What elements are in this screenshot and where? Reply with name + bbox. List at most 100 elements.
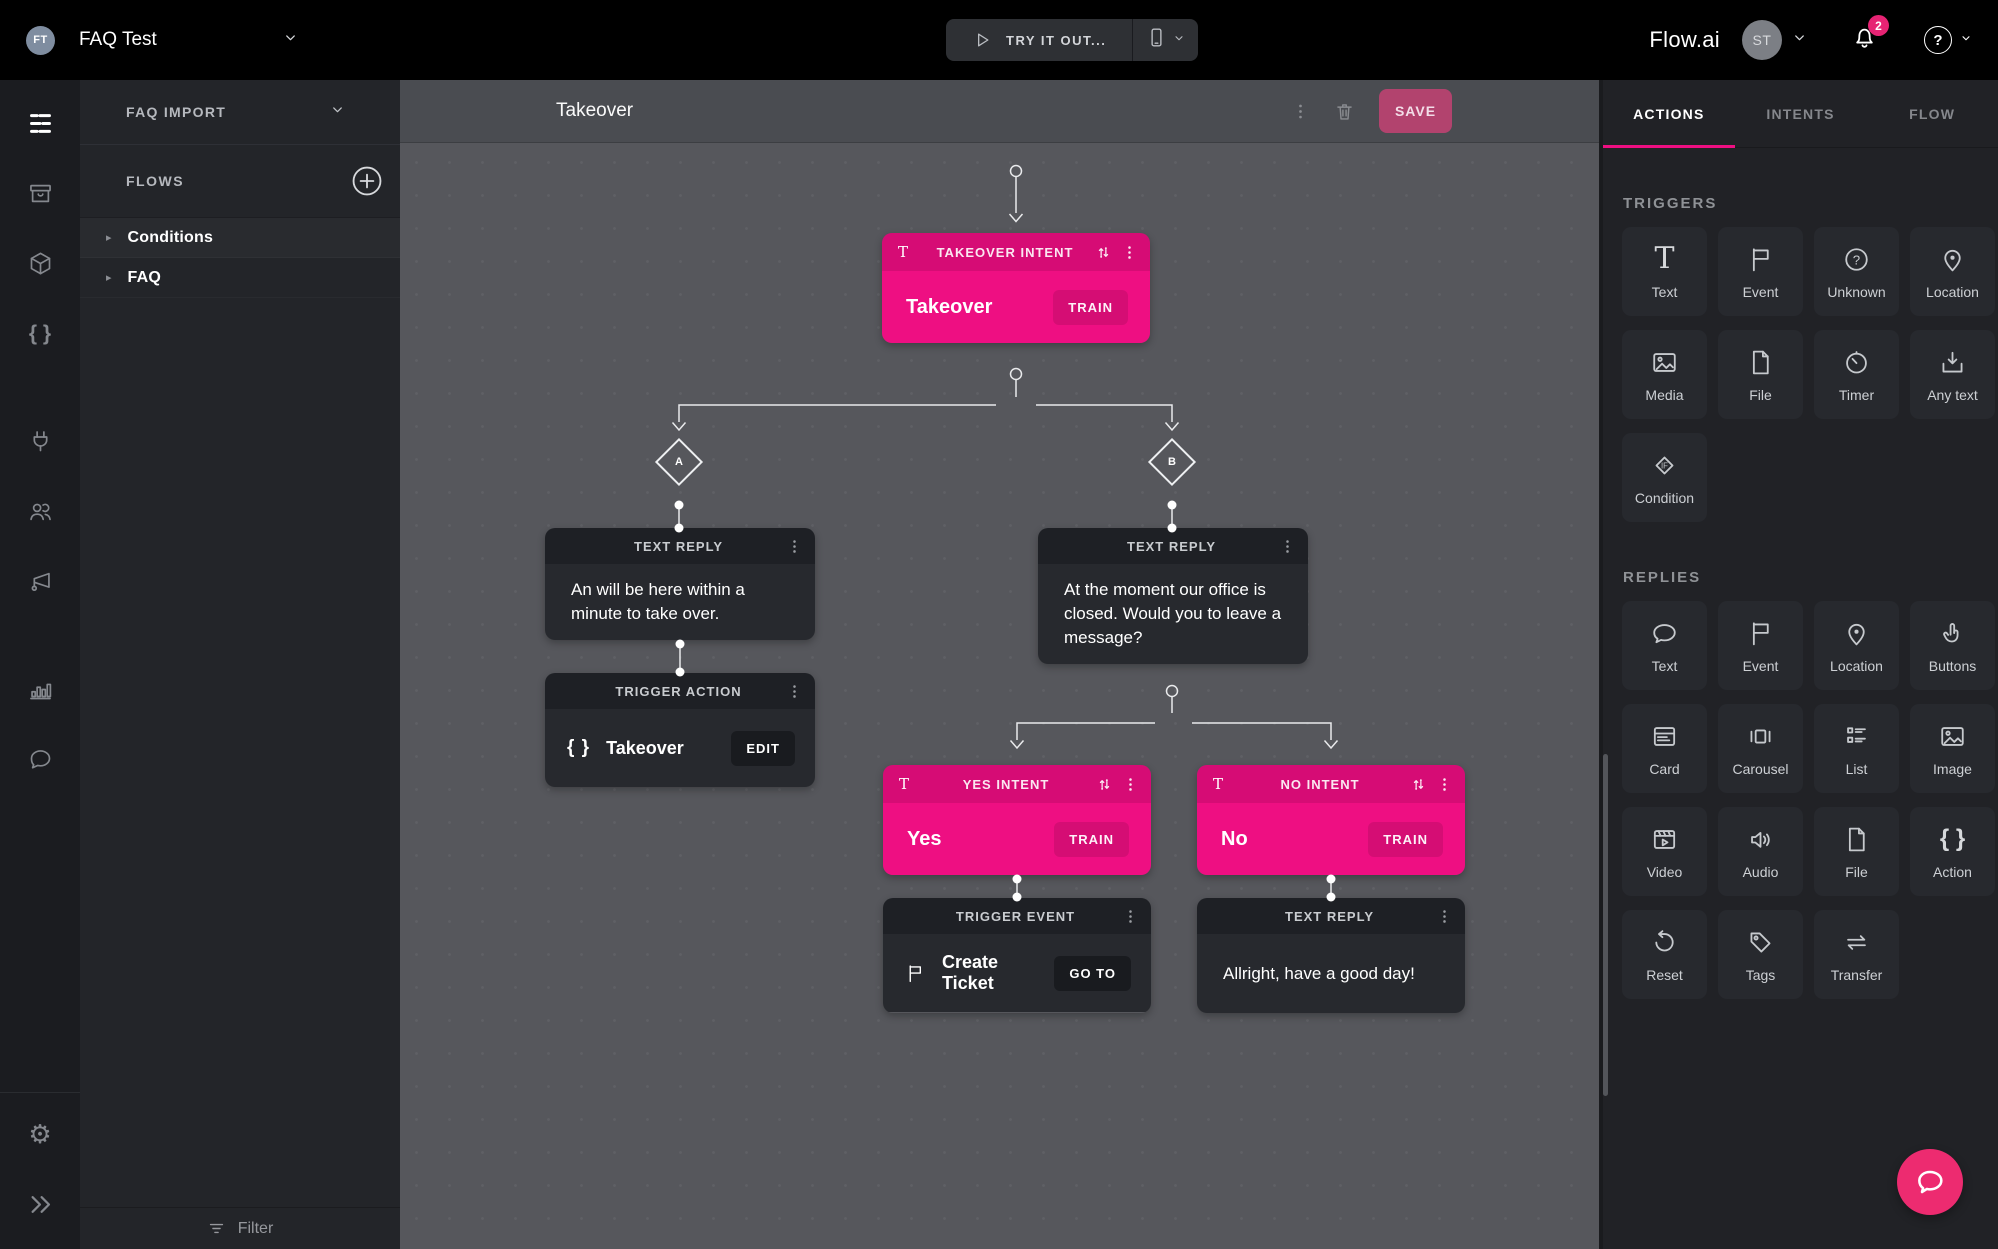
flag-icon xyxy=(1746,617,1775,649)
tile-location[interactable]: Location xyxy=(1814,601,1899,690)
condition-icon: IF xyxy=(1650,449,1679,481)
flow-node-no-intent[interactable]: T NO INTENT No TRAIN xyxy=(1197,765,1465,875)
kebab-menu-icon[interactable] xyxy=(1291,102,1310,121)
tile-reset[interactable]: Reset xyxy=(1622,910,1707,999)
branch-diamond-b[interactable]: B xyxy=(1147,437,1197,487)
save-button[interactable]: SAVE xyxy=(1379,89,1452,133)
tile-file[interactable]: File xyxy=(1718,330,1803,419)
rail-item-collapse[interactable] xyxy=(0,1169,80,1239)
rail-item-chat[interactable] xyxy=(0,724,80,794)
device-selector-button[interactable] xyxy=(1133,19,1198,61)
tab-intents[interactable]: INTENTS xyxy=(1735,80,1867,147)
kebab-menu-icon[interactable] xyxy=(778,538,803,555)
kebab-menu-icon[interactable] xyxy=(1428,776,1453,793)
tile-event[interactable]: Event xyxy=(1718,601,1803,690)
flow-node-text-reply-b[interactable]: TEXT REPLY At the moment our office is c… xyxy=(1038,528,1308,664)
tile-tags[interactable]: Tags xyxy=(1718,910,1803,999)
caret-right-icon[interactable]: ▸ xyxy=(106,232,112,244)
rail-item-users[interactable] xyxy=(0,476,80,546)
kebab-menu-icon[interactable] xyxy=(778,683,803,700)
chevron-down-icon[interactable] xyxy=(283,30,298,50)
tile-label: Event xyxy=(1742,658,1779,674)
go-to-button[interactable]: GO TO xyxy=(1054,955,1131,991)
tile-audio[interactable]: Audio xyxy=(1718,807,1803,896)
tab-flow[interactable]: FLOW xyxy=(1866,80,1998,147)
timer-icon xyxy=(1842,346,1871,378)
brand-logo: Flow.ai xyxy=(1649,27,1720,52)
rail-item-flows[interactable] xyxy=(0,88,80,158)
tile-buttons[interactable]: Buttons xyxy=(1910,601,1995,690)
tile-file[interactable]: File xyxy=(1814,807,1899,896)
caret-right-icon[interactable]: ▸ xyxy=(106,272,112,284)
kebab-menu-icon[interactable] xyxy=(1428,908,1453,925)
rail-item-package[interactable] xyxy=(0,228,80,298)
tile-text[interactable]: Text xyxy=(1622,601,1707,690)
flow-canvas[interactable]: Takeover SAVE xyxy=(400,80,1599,1249)
tile-any-text[interactable]: Any text xyxy=(1910,330,1995,419)
add-flow-button[interactable] xyxy=(350,164,384,198)
tile-transfer[interactable]: Transfer xyxy=(1814,910,1899,999)
train-button[interactable]: TRAIN xyxy=(1053,289,1128,325)
help-menu[interactable]: ? xyxy=(1924,26,1972,54)
tile-label: Media xyxy=(1645,387,1684,403)
tile-list[interactable]: List xyxy=(1814,704,1899,793)
chevron-down-icon[interactable] xyxy=(1792,30,1807,50)
swap-vertical-icon[interactable] xyxy=(1095,775,1114,794)
edit-button[interactable]: EDIT xyxy=(731,730,795,766)
tile-card[interactable]: Card xyxy=(1622,704,1707,793)
sidebar-section-faq-import[interactable]: FAQ IMPORT xyxy=(80,80,400,145)
tab-actions[interactable]: ACTIONS xyxy=(1603,80,1735,148)
rail-item-settings[interactable]: ⚙ xyxy=(0,1099,80,1169)
train-button[interactable]: TRAIN xyxy=(1368,821,1443,857)
intent-title: No xyxy=(1221,827,1248,850)
kebab-menu-icon[interactable] xyxy=(1114,776,1139,793)
tile-video[interactable]: Video xyxy=(1622,807,1707,896)
flow-node-yes-intent[interactable]: T YES INTENT Yes TRAIN xyxy=(883,765,1151,875)
user-avatar[interactable]: ST xyxy=(1742,20,1782,60)
tile-label: File xyxy=(1749,387,1772,403)
tile-media[interactable]: Media xyxy=(1622,330,1707,419)
rail-item-analytics[interactable] xyxy=(0,654,80,724)
branch-diamond-a[interactable]: A xyxy=(654,437,704,487)
sidebar-flows-header: FLOWS xyxy=(80,145,400,218)
flow-node-takeover-intent[interactable]: T TAKEOVER INTENT Takeover TRAIN xyxy=(882,233,1150,343)
kebab-menu-icon[interactable] xyxy=(1271,538,1296,555)
filter-button[interactable]: Filter xyxy=(80,1207,400,1249)
chat-fab-button[interactable] xyxy=(1897,1149,1963,1215)
tile-location[interactable]: Location xyxy=(1910,227,1995,316)
kebab-menu-icon[interactable] xyxy=(1114,908,1139,925)
swap-vertical-icon[interactable] xyxy=(1094,243,1113,262)
rail-item-plug[interactable] xyxy=(0,406,80,476)
audio-icon xyxy=(1746,823,1775,855)
sidebar-item-faq[interactable]: ▸FAQ xyxy=(80,258,400,298)
rail-item-inbox[interactable] xyxy=(0,158,80,228)
flow-node-trigger-action[interactable]: TRIGGER ACTION { } Takeover EDIT xyxy=(545,673,815,787)
train-button[interactable]: TRAIN xyxy=(1054,821,1129,857)
kebab-menu-icon[interactable] xyxy=(1113,244,1138,261)
topbar-right: Flow.ai ST 2 ? xyxy=(1649,15,1972,60)
tile-unknown[interactable]: ?Unknown xyxy=(1814,227,1899,316)
flow-node-trigger-event[interactable]: TRIGGER EVENT Create Ticket GO TO xyxy=(883,898,1151,1013)
flows-tree: ▸Conditions▸FAQ xyxy=(80,218,400,298)
topbar: FT FAQ Test TRY IT OUT... xyxy=(0,0,1998,80)
tile-image[interactable]: Image xyxy=(1910,704,1995,793)
workspace-switcher[interactable]: FT FAQ Test xyxy=(26,25,298,55)
panel-scrollbar[interactable] xyxy=(1603,754,1608,1096)
flows-title: FLOWS xyxy=(126,173,185,189)
flow-node-text-reply-c[interactable]: TEXT REPLY Allright, have a good day! xyxy=(1197,898,1465,1013)
sidebar-item-conditions[interactable]: ▸Conditions xyxy=(80,218,400,258)
tile-event[interactable]: Event xyxy=(1718,227,1803,316)
trash-icon[interactable] xyxy=(1334,101,1355,122)
try-it-out-button[interactable]: TRY IT OUT... xyxy=(946,19,1132,61)
swap-vertical-icon[interactable] xyxy=(1409,775,1428,794)
flow-node-text-reply-a[interactable]: TEXT REPLY An will be here within a minu… xyxy=(545,528,815,640)
tile-timer[interactable]: Timer xyxy=(1814,330,1899,419)
rail-item-braces[interactable]: { } xyxy=(0,298,80,368)
tile-action[interactable]: { }Action xyxy=(1910,807,1995,896)
notifications-button[interactable]: 2 xyxy=(1851,15,1889,56)
rail-item-megaphone[interactable] xyxy=(0,546,80,616)
tile-carousel[interactable]: Carousel xyxy=(1718,704,1803,793)
